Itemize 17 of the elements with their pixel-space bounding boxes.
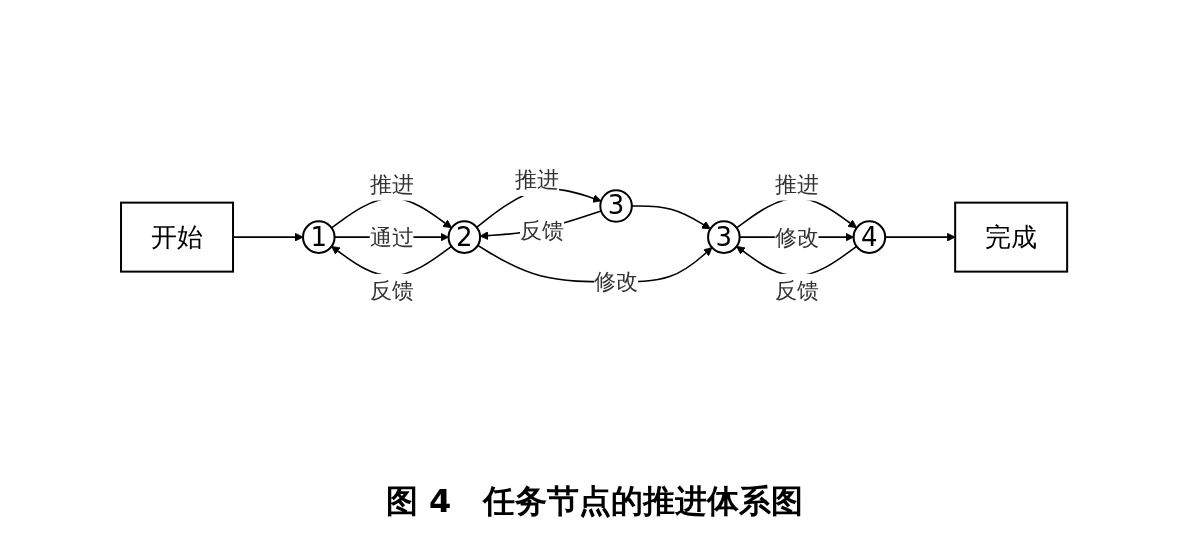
node-box: 开始	[120, 201, 235, 273]
edge-label: 修改	[775, 224, 820, 250]
edge-label: 推进	[369, 171, 414, 197]
edge-label: 推进	[515, 167, 560, 193]
figure-caption: 图 4 任务节点的推进体系图	[385, 481, 804, 522]
node-box: 完成	[954, 201, 1069, 273]
edge-label: 通过	[369, 224, 414, 250]
edge-label: 反馈	[520, 218, 565, 244]
edge-label: 推进	[775, 171, 820, 197]
node-circle: 1	[302, 220, 336, 255]
node-circle: 3	[599, 189, 634, 223]
edge-label: 修改	[594, 269, 639, 295]
edge-label: 反馈	[775, 277, 820, 303]
node-circle: 3	[707, 220, 742, 255]
edge-label: 反馈	[369, 277, 414, 303]
node-circle: 2	[447, 220, 482, 255]
node-circle: 4	[853, 220, 887, 255]
